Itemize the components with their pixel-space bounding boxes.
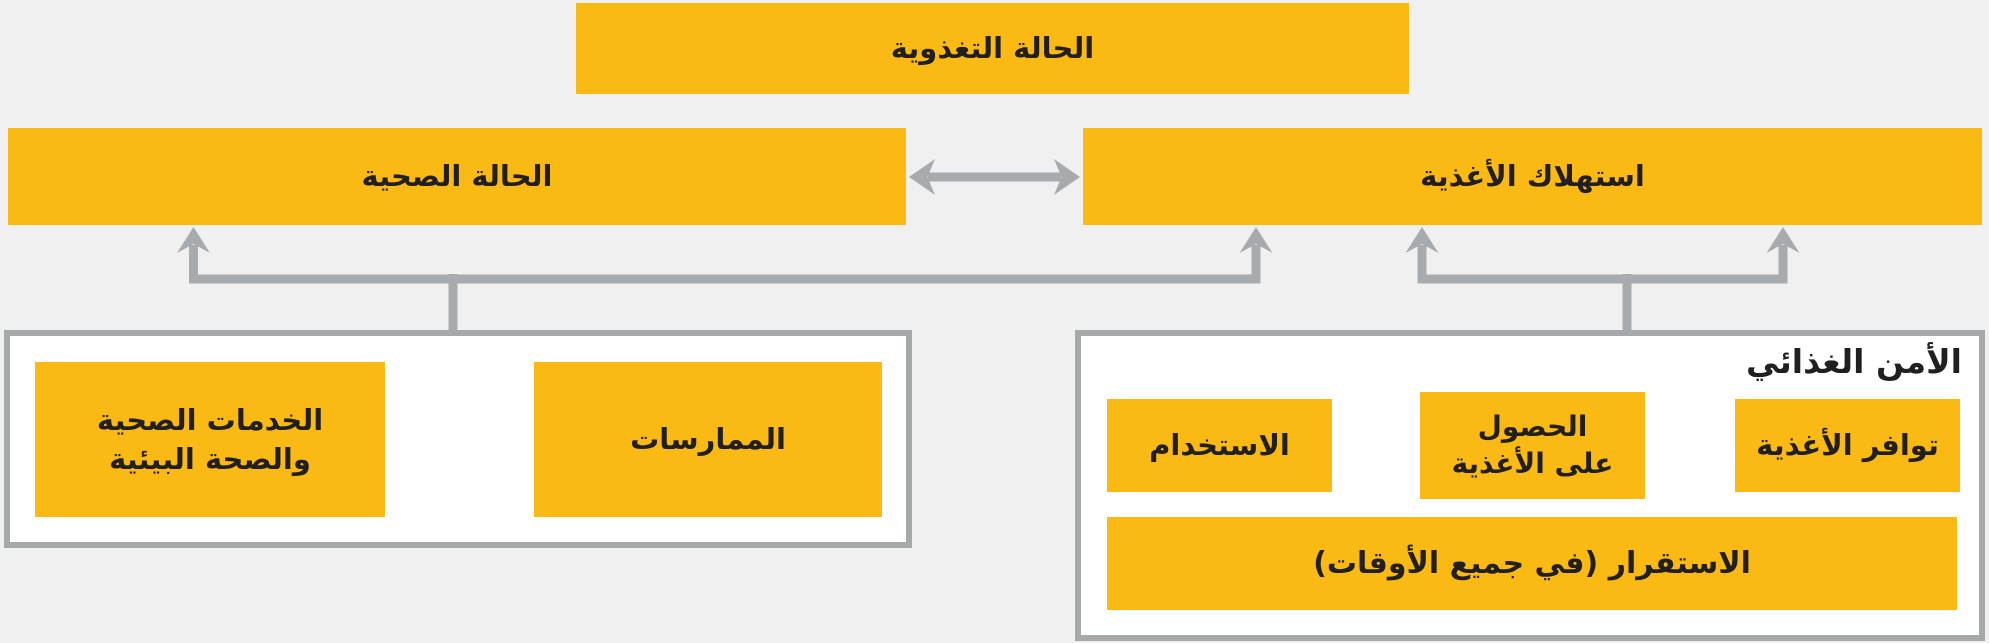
health-services-label-line2: والصحة البيئية: [109, 441, 311, 476]
food-availability-label: توافر الأغذية: [1756, 428, 1939, 463]
up-arrow-icon: [1766, 227, 1800, 253]
food-access-box: الحصول على الأغذية: [1420, 392, 1645, 499]
up-arrow-icon: [1405, 227, 1439, 253]
health-services-box: الخدمات الصحية والصحة البيئية: [35, 362, 385, 517]
up-arrow-icon: [1239, 227, 1273, 253]
food-consumption-box: استهلاك الأغذية: [1083, 128, 1982, 225]
utilization-box: الاستخدام: [1107, 399, 1332, 492]
health-status-label: الحالة الصحية: [361, 159, 553, 194]
stability-label: الاستقرار (في جميع الأوقات): [1313, 545, 1751, 581]
nutritional-status-box: الحالة التغذوية: [576, 3, 1409, 94]
connector-line: [189, 245, 1261, 284]
nutritional-status-label: الحالة التغذوية: [890, 31, 1095, 66]
food-consumption-label: استهلاك الأغذية: [1420, 159, 1645, 194]
utilization-label: الاستخدام: [1149, 428, 1290, 463]
health-services-label-line1: الخدمات الصحية: [96, 403, 324, 438]
food-security-label: الأمن الغذائي: [1746, 342, 1962, 381]
practices-box: الممارسات: [534, 362, 882, 517]
up-arrow-icon: [177, 227, 210, 253]
food-availability-box: توافر الأغذية: [1735, 399, 1960, 492]
double-arrow-icon: [1054, 159, 1080, 195]
practices-label: الممارسات: [630, 422, 786, 457]
health-status-box: الحالة الصحية: [8, 128, 906, 225]
food-access-label-line2: على الأغذية: [1451, 446, 1614, 480]
food-access-label-line1: الحصول: [1477, 409, 1588, 443]
stability-box: الاستقرار (في جميع الأوقات): [1107, 517, 1957, 610]
connector-line: [1417, 245, 1788, 284]
double-arrow-icon: [909, 159, 935, 195]
